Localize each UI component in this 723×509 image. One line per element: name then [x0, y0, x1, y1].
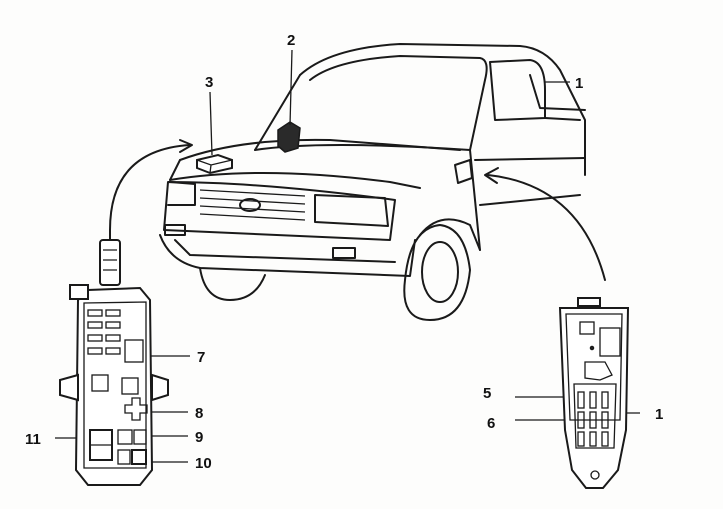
truck-drawing	[159, 43, 586, 321]
callout-11: 11	[25, 431, 41, 448]
component-2-relay	[277, 121, 301, 153]
callout-8: 8	[195, 405, 203, 422]
callout-6: 6	[487, 415, 495, 432]
callout-5: 5	[483, 385, 491, 402]
leader-lines	[55, 49, 640, 463]
callout-1-door: 1	[575, 75, 583, 92]
engine-fuse-box	[59, 239, 169, 486]
callout-1-fusebox: 1	[655, 406, 663, 423]
callout-3: 3	[205, 74, 213, 91]
arrows	[109, 139, 606, 281]
callout-2: 2	[287, 32, 295, 49]
callout-7: 7	[197, 349, 205, 366]
callout-9: 9	[195, 429, 203, 446]
callout-10: 10	[195, 455, 212, 472]
cabin-fuse-box	[558, 297, 630, 489]
